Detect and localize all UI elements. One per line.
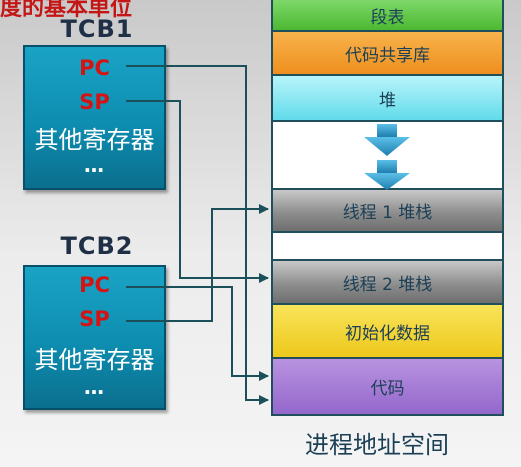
segment-thread2-stack: 线程 2 堆栈 xyxy=(273,261,502,305)
heap-grow-arrow-2 xyxy=(364,160,410,190)
address-space: 段表 代码共享库 堆 线程 1 堆栈 线程 2 堆栈 初始化数据 代码 xyxy=(271,0,504,416)
tcb2-pc-register: PC xyxy=(79,273,110,297)
tcb2-pc-arrow xyxy=(126,286,269,381)
segment-thread1-stack: 线程 1 堆栈 xyxy=(273,190,502,233)
tcb2-sp-arrow xyxy=(126,204,269,322)
tcb2-label: TCB2 xyxy=(60,232,134,260)
tcb1-sp-register: SP xyxy=(79,90,110,114)
heap-grow-arrow-1 xyxy=(364,124,410,156)
tcb1-sp-arrow xyxy=(126,100,269,283)
tcb1-box: PC SP 其他寄存器 … xyxy=(23,45,166,190)
segment-shared-library: 代码共享库 xyxy=(273,32,502,76)
tcb1-pc-arrow xyxy=(126,65,269,405)
tcb2-box: PC SP 其他寄存器 … xyxy=(23,265,166,410)
segment-heap: 堆 xyxy=(273,76,502,122)
tcb1-other-registers: 其他寄存器 xyxy=(34,126,155,154)
tcb2-sp-register: SP xyxy=(79,307,110,331)
segment-init-data: 初始化数据 xyxy=(273,305,502,359)
address-space-label: 进程地址空间 xyxy=(305,431,449,459)
tcb1-label: TCB1 xyxy=(60,15,134,43)
segment-table: 段表 xyxy=(273,0,502,32)
tcb2-other-registers: 其他寄存器 xyxy=(34,346,155,374)
tcb1-ellipsis: … xyxy=(84,153,105,177)
segment-gap xyxy=(273,233,502,261)
tcb2-ellipsis: … xyxy=(84,375,105,399)
tcb1-pc-register: PC xyxy=(79,56,110,80)
title-fragment: 度的基本单位 xyxy=(0,0,133,21)
segment-code: 代码 xyxy=(273,359,502,414)
